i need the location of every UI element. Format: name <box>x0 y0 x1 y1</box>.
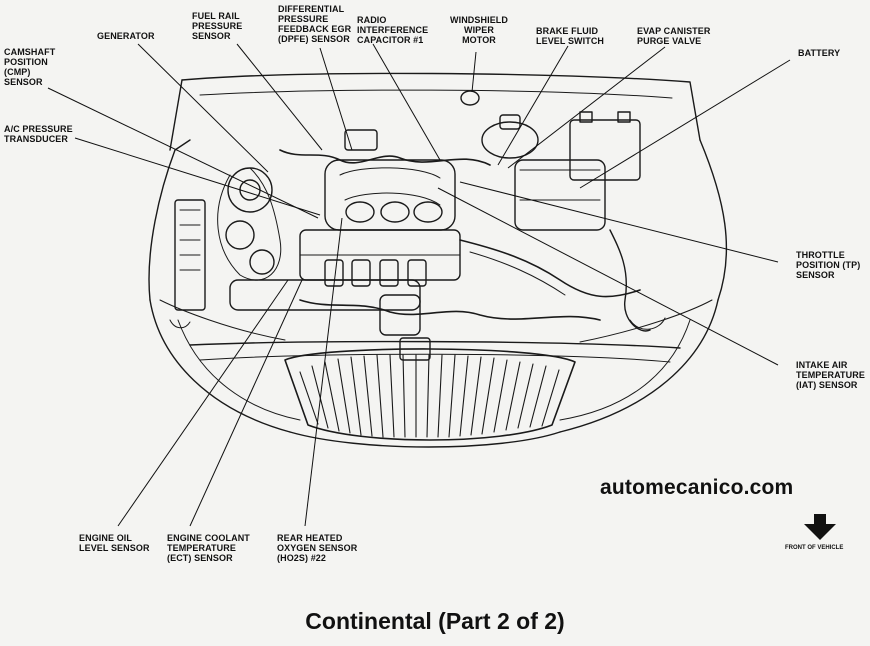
label-camshaft-position-sensor: CAMSHAFT POSITION (CMP) SENSOR <box>4 47 56 87</box>
diagram-caption: Continental (Part 2 of 2) <box>305 608 565 634</box>
label-evap-canister-purge-valve: EVAP CANISTER PURGE VALVE <box>637 26 711 46</box>
label-engine-coolant-temperature-sensor: ENGINE COOLANT TEMPERATURE (ECT) SENSOR <box>167 533 250 563</box>
label-rear-heated-oxygen-sensor: REAR HEATED OXYGEN SENSOR (HO2S) #22 <box>277 533 358 563</box>
label-brake-fluid-level-switch: BRAKE FLUID LEVEL SWITCH <box>536 26 605 46</box>
label-fuel-rail-pressure-sensor: FUEL RAIL PRESSURE SENSOR <box>192 11 243 41</box>
label-throttle-position-sensor: THROTTLE POSITION (TP) SENSOR <box>796 250 861 280</box>
front-arrow-icon <box>804 514 836 540</box>
label-battery: BATTERY <box>798 48 841 58</box>
front-of-vehicle-label: FRONT OF VEHICLE <box>785 545 844 551</box>
label-dpfe-sensor: DIFFERENTIAL PRESSURE FEEDBACK EGR (DPFE… <box>278 4 352 44</box>
watermark: automecanico.com <box>600 476 794 499</box>
label-generator: GENERATOR <box>97 31 155 41</box>
label-radio-interference-capacitor: RADIO INTERFERENCE CAPACITOR #1 <box>357 15 429 45</box>
label-engine-oil-level-sensor: ENGINE OIL LEVEL SENSOR <box>79 533 150 553</box>
label-intake-air-temperature-sensor: INTAKE AIR TEMPERATURE (IAT) SENSOR <box>796 360 865 390</box>
label-windshield-wiper-motor: WINDSHIELD WIPER MOTOR <box>450 15 508 45</box>
label-ac-pressure-transducer: A/C PRESSURE TRANSDUCER <box>4 124 73 144</box>
